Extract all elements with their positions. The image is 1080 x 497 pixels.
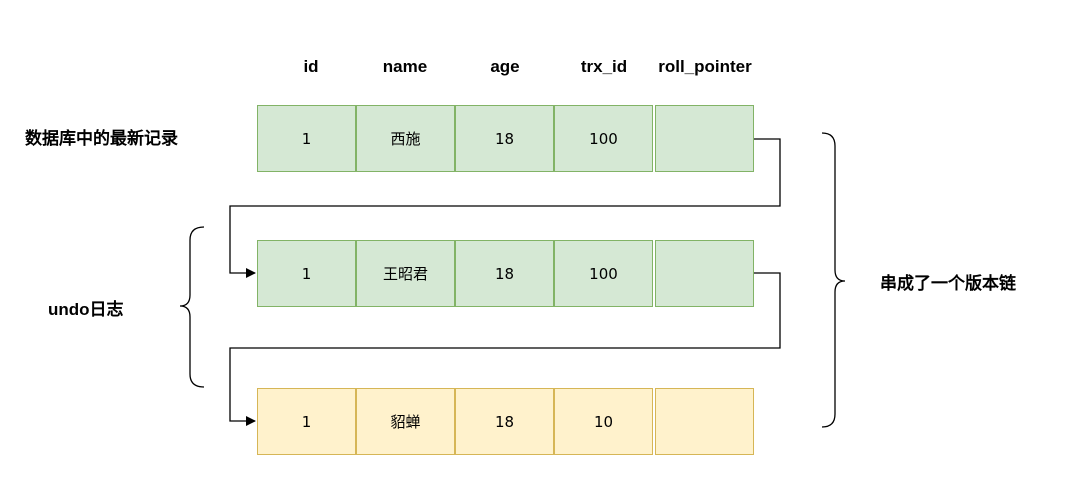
roll-pointer-arrow-2 xyxy=(229,272,781,426)
column-header-name: name xyxy=(382,57,428,76)
cell-age: 18 xyxy=(455,105,554,172)
undo-log-label: undo日志 xyxy=(48,300,124,319)
cell-name: 西施 xyxy=(356,105,455,172)
cell-id: 1 xyxy=(257,105,356,172)
cell-id: 1 xyxy=(257,388,356,455)
column-header-age: age xyxy=(490,57,520,76)
cell-name: 貂蝉 xyxy=(356,388,455,455)
version-chain-label: 串成了一个版本链 xyxy=(880,274,1016,293)
cell-age: 18 xyxy=(455,240,554,307)
column-header-trx-id: trx_id xyxy=(580,57,628,76)
cell-roll-pointer xyxy=(655,240,754,307)
cell-age: 18 xyxy=(455,388,554,455)
cell-trx-id: 100 xyxy=(554,105,653,172)
version-chain-brace xyxy=(821,132,846,428)
roll-pointer-arrow-1 xyxy=(229,138,781,278)
latest-record-label: 数据库中的最新记录 xyxy=(25,129,178,148)
column-header-roll-pointer: roll_pointer xyxy=(658,57,752,76)
cell-roll-pointer xyxy=(655,105,754,172)
cell-id: 1 xyxy=(257,240,356,307)
undo-log-brace xyxy=(179,226,205,388)
column-header-id: id xyxy=(303,57,319,76)
cell-roll-pointer xyxy=(655,388,754,455)
cell-name: 王昭君 xyxy=(356,240,455,307)
cell-trx-id: 10 xyxy=(554,388,653,455)
cell-trx-id: 100 xyxy=(554,240,653,307)
